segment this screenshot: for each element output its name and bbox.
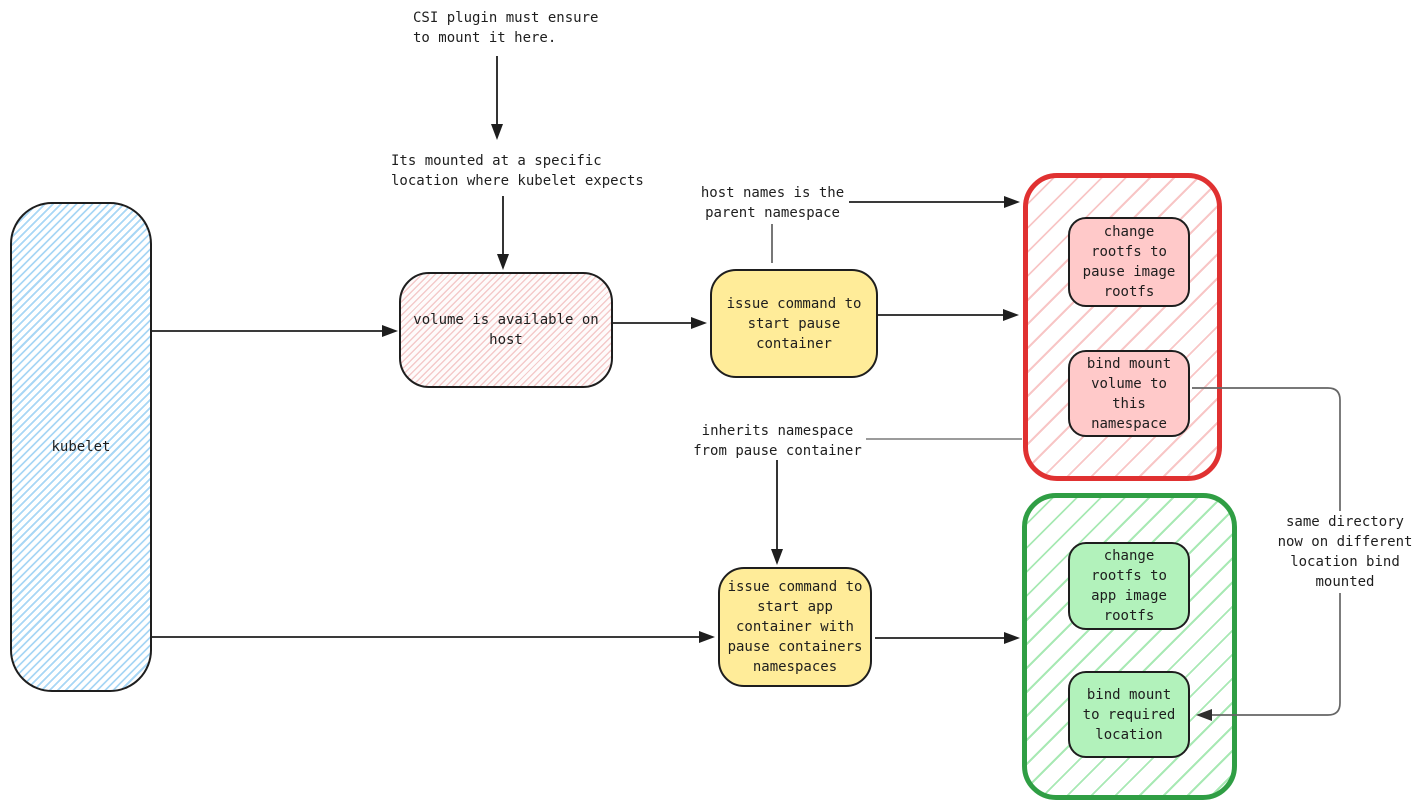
note-csi-plugin: CSI plugin must ensure to mount it here. xyxy=(413,10,599,46)
note-inherits-namespace: inherits namespace from pause container xyxy=(693,423,862,459)
arrow-pause-cmd-to-pause-namespace xyxy=(878,309,1019,321)
kubelet-node: kubelet xyxy=(10,202,152,692)
kubelet-label: kubelet xyxy=(51,439,111,455)
start-app-container-label: issue command to start app container wit… xyxy=(727,579,863,675)
arrow-app-cmd-to-app-namespace xyxy=(875,632,1020,644)
bind-mount-namespace-node: bind mount volume to this namespace xyxy=(1068,350,1190,437)
change-rootfs-pause-node: change rootfs to pause image rootfs xyxy=(1068,217,1190,307)
arrow-volume-to-pause-cmd xyxy=(613,317,707,329)
note-same-directory: same directory now on different location… xyxy=(1268,511,1422,593)
arrow-mounted-note-down xyxy=(497,196,509,270)
bind-mount-location-node: bind mount to required location xyxy=(1068,671,1190,758)
start-pause-container-node: issue command to start pause container xyxy=(710,269,878,378)
arrow-kubelet-to-app-cmd xyxy=(152,631,715,643)
volume-available-node: volume is available on host xyxy=(399,272,613,388)
bind-mount-location-label: bind mount to required location xyxy=(1082,686,1176,743)
note-host-names: host names is the parent namespace xyxy=(700,185,845,221)
note-mounted-location: Its mounted at a specific location where… xyxy=(391,153,644,189)
arrow-csi-note-down xyxy=(491,56,503,140)
change-rootfs-app-node: change rootfs to app image rootfs xyxy=(1068,542,1190,630)
change-rootfs-app-label: change rootfs to app image rootfs xyxy=(1091,548,1167,624)
arrow-hostnames-to-pause-namespace xyxy=(849,196,1020,208)
volume-available-label: volume is available on host xyxy=(413,312,599,348)
arrow-inherits-to-app-cmd xyxy=(771,460,783,565)
change-rootfs-pause-label: change rootfs to pause image rootfs xyxy=(1082,224,1176,300)
bind-mount-namespace-label: bind mount volume to this namespace xyxy=(1086,355,1172,432)
start-app-container-node: issue command to start app container wit… xyxy=(718,567,872,687)
start-pause-container-label: issue command to start pause container xyxy=(726,295,862,352)
arrow-kubelet-to-volume xyxy=(152,325,398,337)
